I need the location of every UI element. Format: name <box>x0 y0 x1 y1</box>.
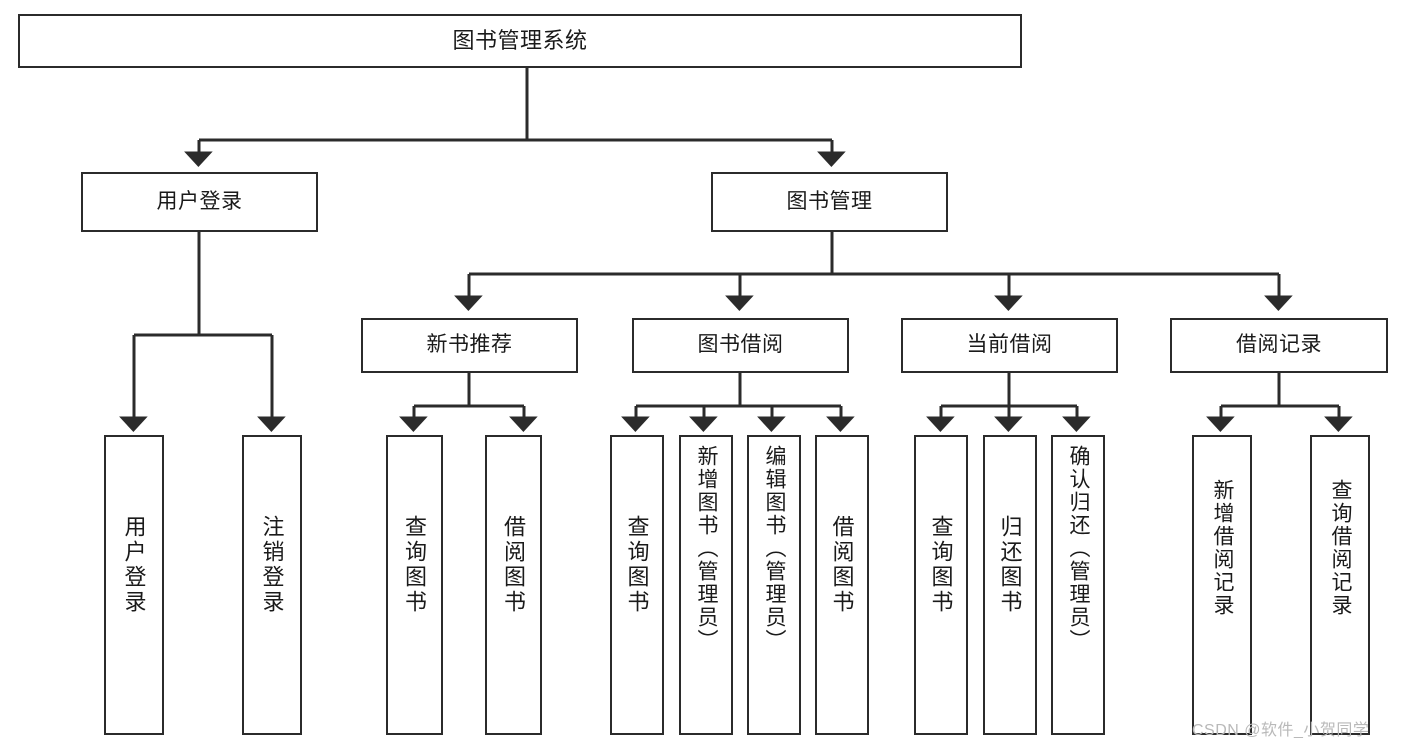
node-leaf-query-book-1[interactable]: 查询图书 <box>386 435 443 735</box>
node-leaf-add-book[interactable]: 新增图书（管理员） <box>679 435 733 735</box>
node-label: 借阅图书 <box>501 515 527 615</box>
csdn-watermark: CSDN @软件_小贺同学 <box>1192 722 1370 739</box>
node-leaf-add-record[interactable]: 新增借阅记录 <box>1192 435 1252 735</box>
node-label: 借阅记录 <box>1236 333 1322 357</box>
node-current-borrow[interactable]: 当前借阅 <box>901 318 1118 373</box>
node-label: 当前借阅 <box>966 333 1053 357</box>
node-label: 归还图书 <box>997 515 1023 615</box>
node-user-login[interactable]: 用户登录 <box>81 172 318 232</box>
node-label: 查询图书 <box>402 515 428 615</box>
node-label: 注销登录 <box>259 515 285 615</box>
node-leaf-logout-login[interactable]: 注销登录 <box>242 435 302 735</box>
node-leaf-edit-book[interactable]: 编辑图书（管理员） <box>747 435 801 735</box>
node-leaf-query-book-3[interactable]: 查询图书 <box>914 435 968 735</box>
node-leaf-confirm-return[interactable]: 确认归还（管理员） <box>1051 435 1105 735</box>
node-label: 新增借阅记录 <box>1211 479 1235 617</box>
node-book-manage[interactable]: 图书管理 <box>711 172 948 232</box>
node-leaf-query-record[interactable]: 查询借阅记录 <box>1310 435 1370 735</box>
node-label: 借阅图书 <box>829 515 855 615</box>
node-label: 图书借阅 <box>697 333 784 357</box>
node-label: 新书推荐 <box>426 333 513 357</box>
node-leaf-borrow-book-1[interactable]: 借阅图书 <box>485 435 542 735</box>
node-leaf-user-login[interactable]: 用户登录 <box>104 435 164 735</box>
node-label: 查询图书 <box>624 515 650 615</box>
node-root-system[interactable]: 图书管理系统 <box>18 14 1022 68</box>
node-label: 确认归还（管理员） <box>1067 445 1091 652</box>
node-leaf-query-book-2[interactable]: 查询图书 <box>610 435 664 735</box>
node-label: 编辑图书（管理员） <box>763 445 787 652</box>
node-label: 图书管理系统 <box>452 28 588 54</box>
node-leaf-borrow-book-2[interactable]: 借阅图书 <box>815 435 869 735</box>
node-label: 新增图书（管理员） <box>695 445 719 652</box>
node-label: 用户登录 <box>121 515 147 615</box>
node-borrow-record[interactable]: 借阅记录 <box>1170 318 1388 373</box>
node-new-book-recommend[interactable]: 新书推荐 <box>361 318 578 373</box>
node-label: 用户登录 <box>156 189 243 213</box>
node-label: 查询借阅记录 <box>1329 479 1353 617</box>
node-label: 图书管理 <box>786 189 873 213</box>
node-label: 查询图书 <box>928 515 954 615</box>
node-book-borrow[interactable]: 图书借阅 <box>632 318 849 373</box>
node-leaf-return-book[interactable]: 归还图书 <box>983 435 1037 735</box>
